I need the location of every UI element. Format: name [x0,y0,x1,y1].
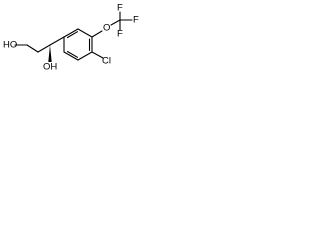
atom-label-ho: HO [3,40,17,51]
bond-ch2-chiral [37,44,51,53]
ring-double-1 [66,31,79,39]
bonds [14,11,133,62]
bond-ch2-ch2 [26,44,39,53]
atom-label-f-top: F [117,3,123,14]
atom-label-oh: OH [43,62,57,73]
ring-bond-2 [77,28,93,38]
ring-double-3 [66,50,79,58]
bond-ring-cl [91,51,104,59]
wedge-bond-oh [48,45,52,62]
atom-labels: HO OH Cl O F F F [3,3,139,73]
bond-chiral-ring [49,36,65,46]
atom-label-f-bottom: F [117,29,123,40]
ring-bond-1 [63,28,79,38]
atom-label-cl: Cl [102,56,111,67]
bond-ring-o [91,30,103,38]
bond-o-cf3 [110,19,121,26]
ring-bond-4 [77,51,93,61]
atom-label-o: O [103,23,110,34]
ring-bond-5 [63,51,79,61]
atom-label-f-right: F [133,15,139,26]
structure-diagram: HO OH Cl O F F F [3,3,139,73]
